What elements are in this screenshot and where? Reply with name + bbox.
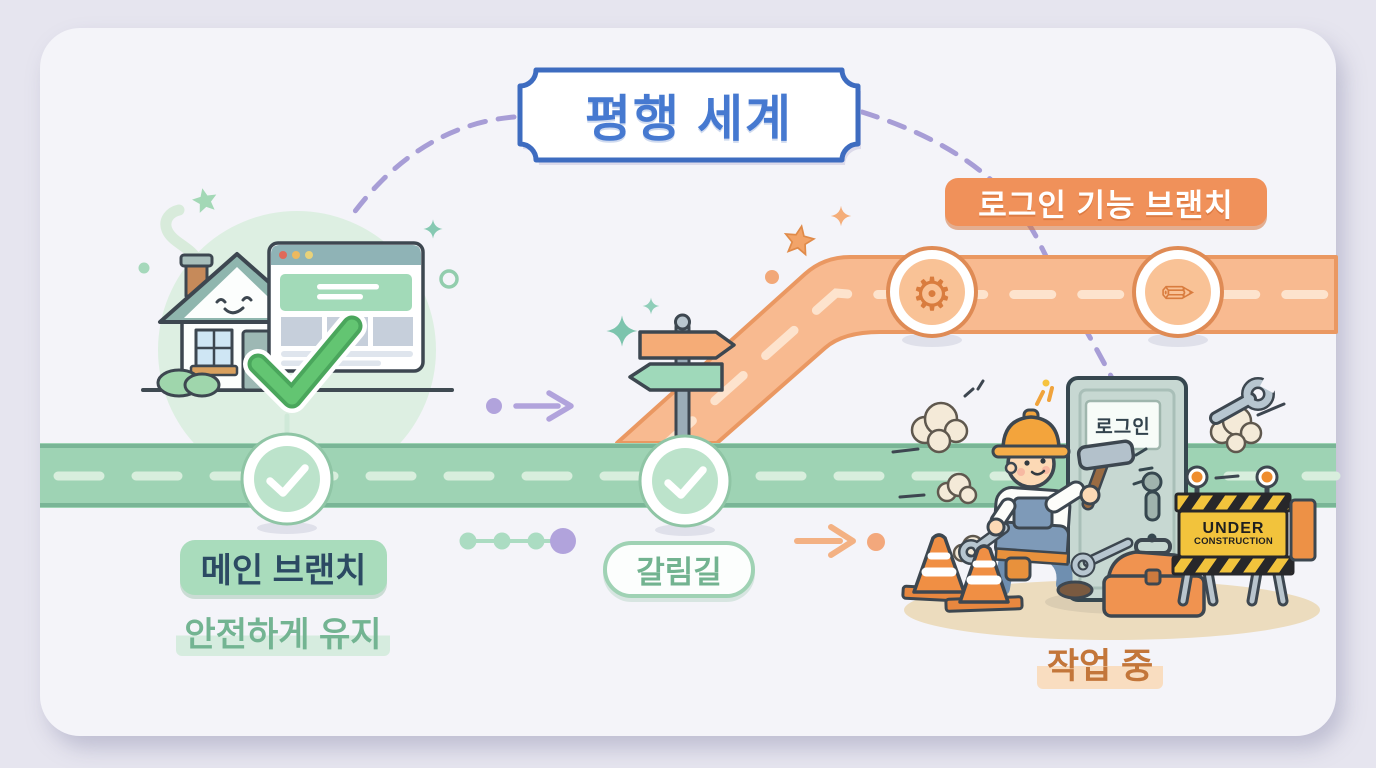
worker-shoe <box>1056 580 1094 600</box>
star-icon <box>781 222 817 257</box>
barricade-sign-line1: UNDER <box>1202 519 1265 537</box>
dot-decoration <box>765 270 779 284</box>
browser-dot-red <box>279 251 287 259</box>
impact-sparks <box>1035 379 1054 406</box>
signpost-arrow-right <box>638 330 736 360</box>
smiley-face <box>215 296 253 315</box>
gear-icon: ⚙ <box>911 267 952 321</box>
main-branch-label: 메인 브랜치 <box>180 540 387 595</box>
dot-decoration <box>138 262 150 274</box>
barricade <box>1171 465 1317 607</box>
sparkle-icon <box>423 219 443 239</box>
title-box <box>517 67 861 165</box>
sparkle-icon <box>830 205 852 227</box>
commit-node-gear: ⚙ <box>886 246 978 338</box>
sparkle-icon <box>642 297 660 315</box>
construction-worker <box>958 408 1136 600</box>
traffic-cones <box>901 533 1024 613</box>
commit-node-main <box>240 432 334 526</box>
browser-window <box>267 241 425 373</box>
browser-dot-yellow <box>292 251 300 259</box>
commit-node-fork <box>638 434 732 528</box>
page-title: 평행 세계 <box>585 91 793 147</box>
sparkle-icon <box>606 315 638 347</box>
curve-to-main <box>347 114 517 221</box>
ring-decoration <box>439 269 459 289</box>
commit-chain-dots <box>459 528 576 554</box>
big-check-icon <box>243 311 367 413</box>
status-label: 작업 중 <box>1010 637 1190 689</box>
wrench-icon <box>1209 376 1279 425</box>
hard-hat <box>991 408 1071 459</box>
feature-road-dashes <box>659 288 1341 451</box>
merge-direction-arrow <box>486 390 574 422</box>
browser-dot-yellow2 <box>305 251 313 259</box>
main-branch-caption: 안전하게 유지 <box>160 606 406 656</box>
check-icon <box>266 464 309 497</box>
door-handle <box>1141 471 1163 493</box>
status-label-text: 작업 중 <box>1036 637 1164 689</box>
motion-lines <box>891 379 1286 499</box>
barricade-sign-text: UNDER CONSTRUCTION <box>1181 512 1286 556</box>
star-icon <box>190 185 220 214</box>
fork-label: 갈림길 <box>603 541 755 598</box>
chimney-smoke <box>160 204 202 264</box>
commit-node-pencil: ✏ <box>1132 246 1224 338</box>
house-illustration <box>141 204 454 489</box>
main-branch-caption-text: 안전하게 유지 <box>176 606 390 656</box>
barricade-sign-line2: CONSTRUCTION <box>1194 536 1273 548</box>
feature-branch-label: 로그인 기능 브랜치 <box>945 178 1267 226</box>
check-icon <box>664 466 707 499</box>
pencil-icon: ✏ <box>1161 271 1195 317</box>
curve-to-feature <box>859 109 1115 381</box>
signpost-arrow-left <box>628 362 724 392</box>
door-sign-label: 로그인 <box>1095 416 1151 438</box>
construction-scene <box>891 376 1320 640</box>
decorations <box>138 185 852 347</box>
branch-direction-arrow <box>794 524 885 558</box>
